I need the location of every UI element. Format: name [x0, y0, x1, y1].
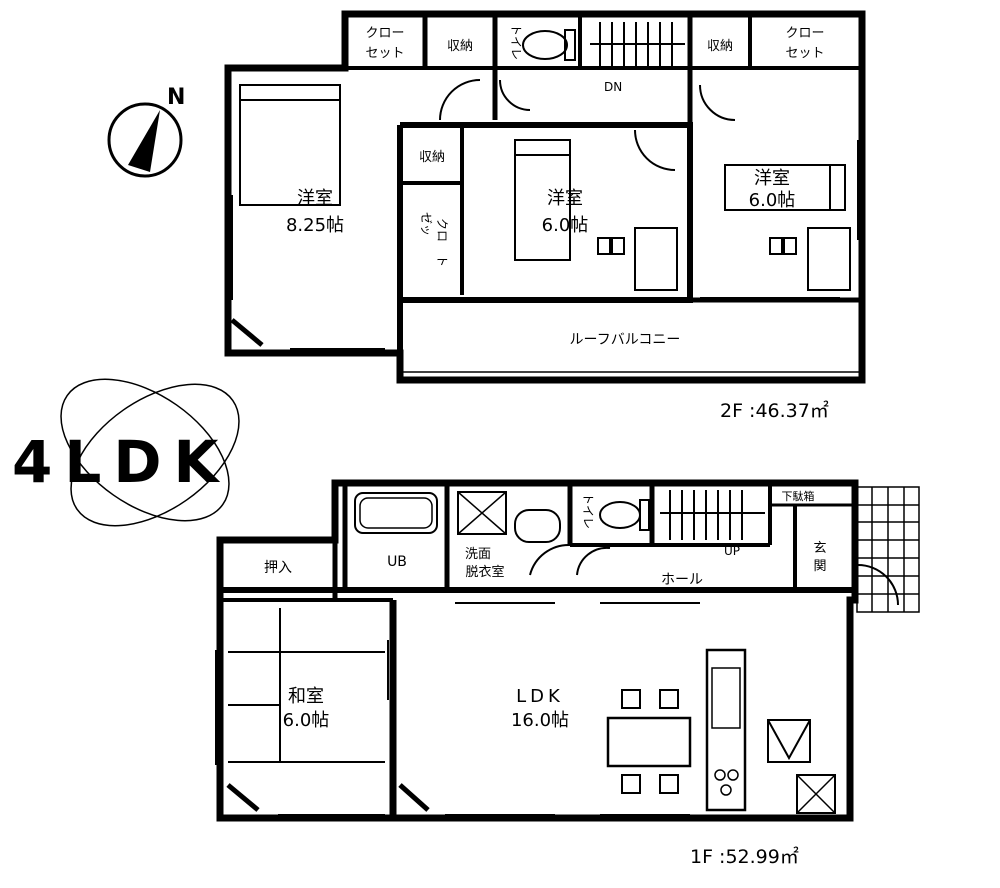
room-toilet-2f: トイレ	[509, 24, 523, 60]
room-closet-2-line1: クロー	[785, 26, 824, 41]
room-closet-1-line2: セット	[365, 46, 404, 61]
floor1-area-label: 1F :52.99㎡	[690, 845, 799, 868]
room-balcony: ルーフバルコニー	[570, 332, 681, 348]
room-western-c-size: 6.0帖	[749, 190, 796, 211]
room-closet-1-line1: クロー	[365, 26, 404, 41]
room-closet-3-line2: ゼッ	[419, 212, 433, 236]
room-storage-1: 収納	[447, 39, 473, 54]
room-western-a-name: 洋室	[297, 188, 333, 209]
4ldk-badge: 4LDK	[12, 378, 240, 527]
room-toilet-1f: トイレ	[581, 493, 595, 529]
room-japanese-size: 6.0帖	[283, 710, 330, 731]
floor2-area-label: 2F :46.37㎡	[720, 399, 829, 422]
room-unit-bath: UB	[387, 554, 407, 570]
room-closet-3-line3: ト	[435, 255, 449, 267]
layout-type-label: 4LDK	[12, 428, 230, 496]
room-closet-3-line1: クロ	[435, 218, 449, 242]
room-entrance-line1: 玄	[813, 541, 826, 556]
stair-dn-label: DN	[604, 80, 622, 94]
room-japanese-name: 和室	[288, 686, 324, 707]
room-storage-2: 収納	[707, 39, 733, 54]
room-washroom-line1: 洗面	[465, 547, 491, 562]
room-western-a-size: 8.25帖	[286, 215, 344, 236]
room-storage-3: 収納	[419, 150, 445, 165]
room-hall: ホール	[661, 572, 703, 588]
room-western-b-name: 洋室	[547, 188, 583, 209]
room-oshiire: 押入	[264, 560, 292, 576]
stair-up-label: UP	[724, 544, 740, 558]
room-western-b-size: 6.0帖	[542, 215, 589, 236]
compass-north-label: N	[167, 85, 185, 110]
room-western-c-name: 洋室	[754, 168, 790, 189]
room-washroom-line2: 脱衣室	[465, 564, 504, 580]
room-ldk-name: LDK	[516, 686, 564, 707]
floor-2-plan	[224, 10, 866, 384]
room-under-storage: 下駄箱	[782, 489, 815, 503]
room-ldk-size: 16.0帖	[511, 710, 569, 731]
compass: N	[107, 85, 185, 178]
room-closet-2-line2: セット	[785, 46, 824, 61]
room-entrance-line2: 関	[813, 559, 826, 574]
floor-1-plan	[215, 479, 920, 822]
